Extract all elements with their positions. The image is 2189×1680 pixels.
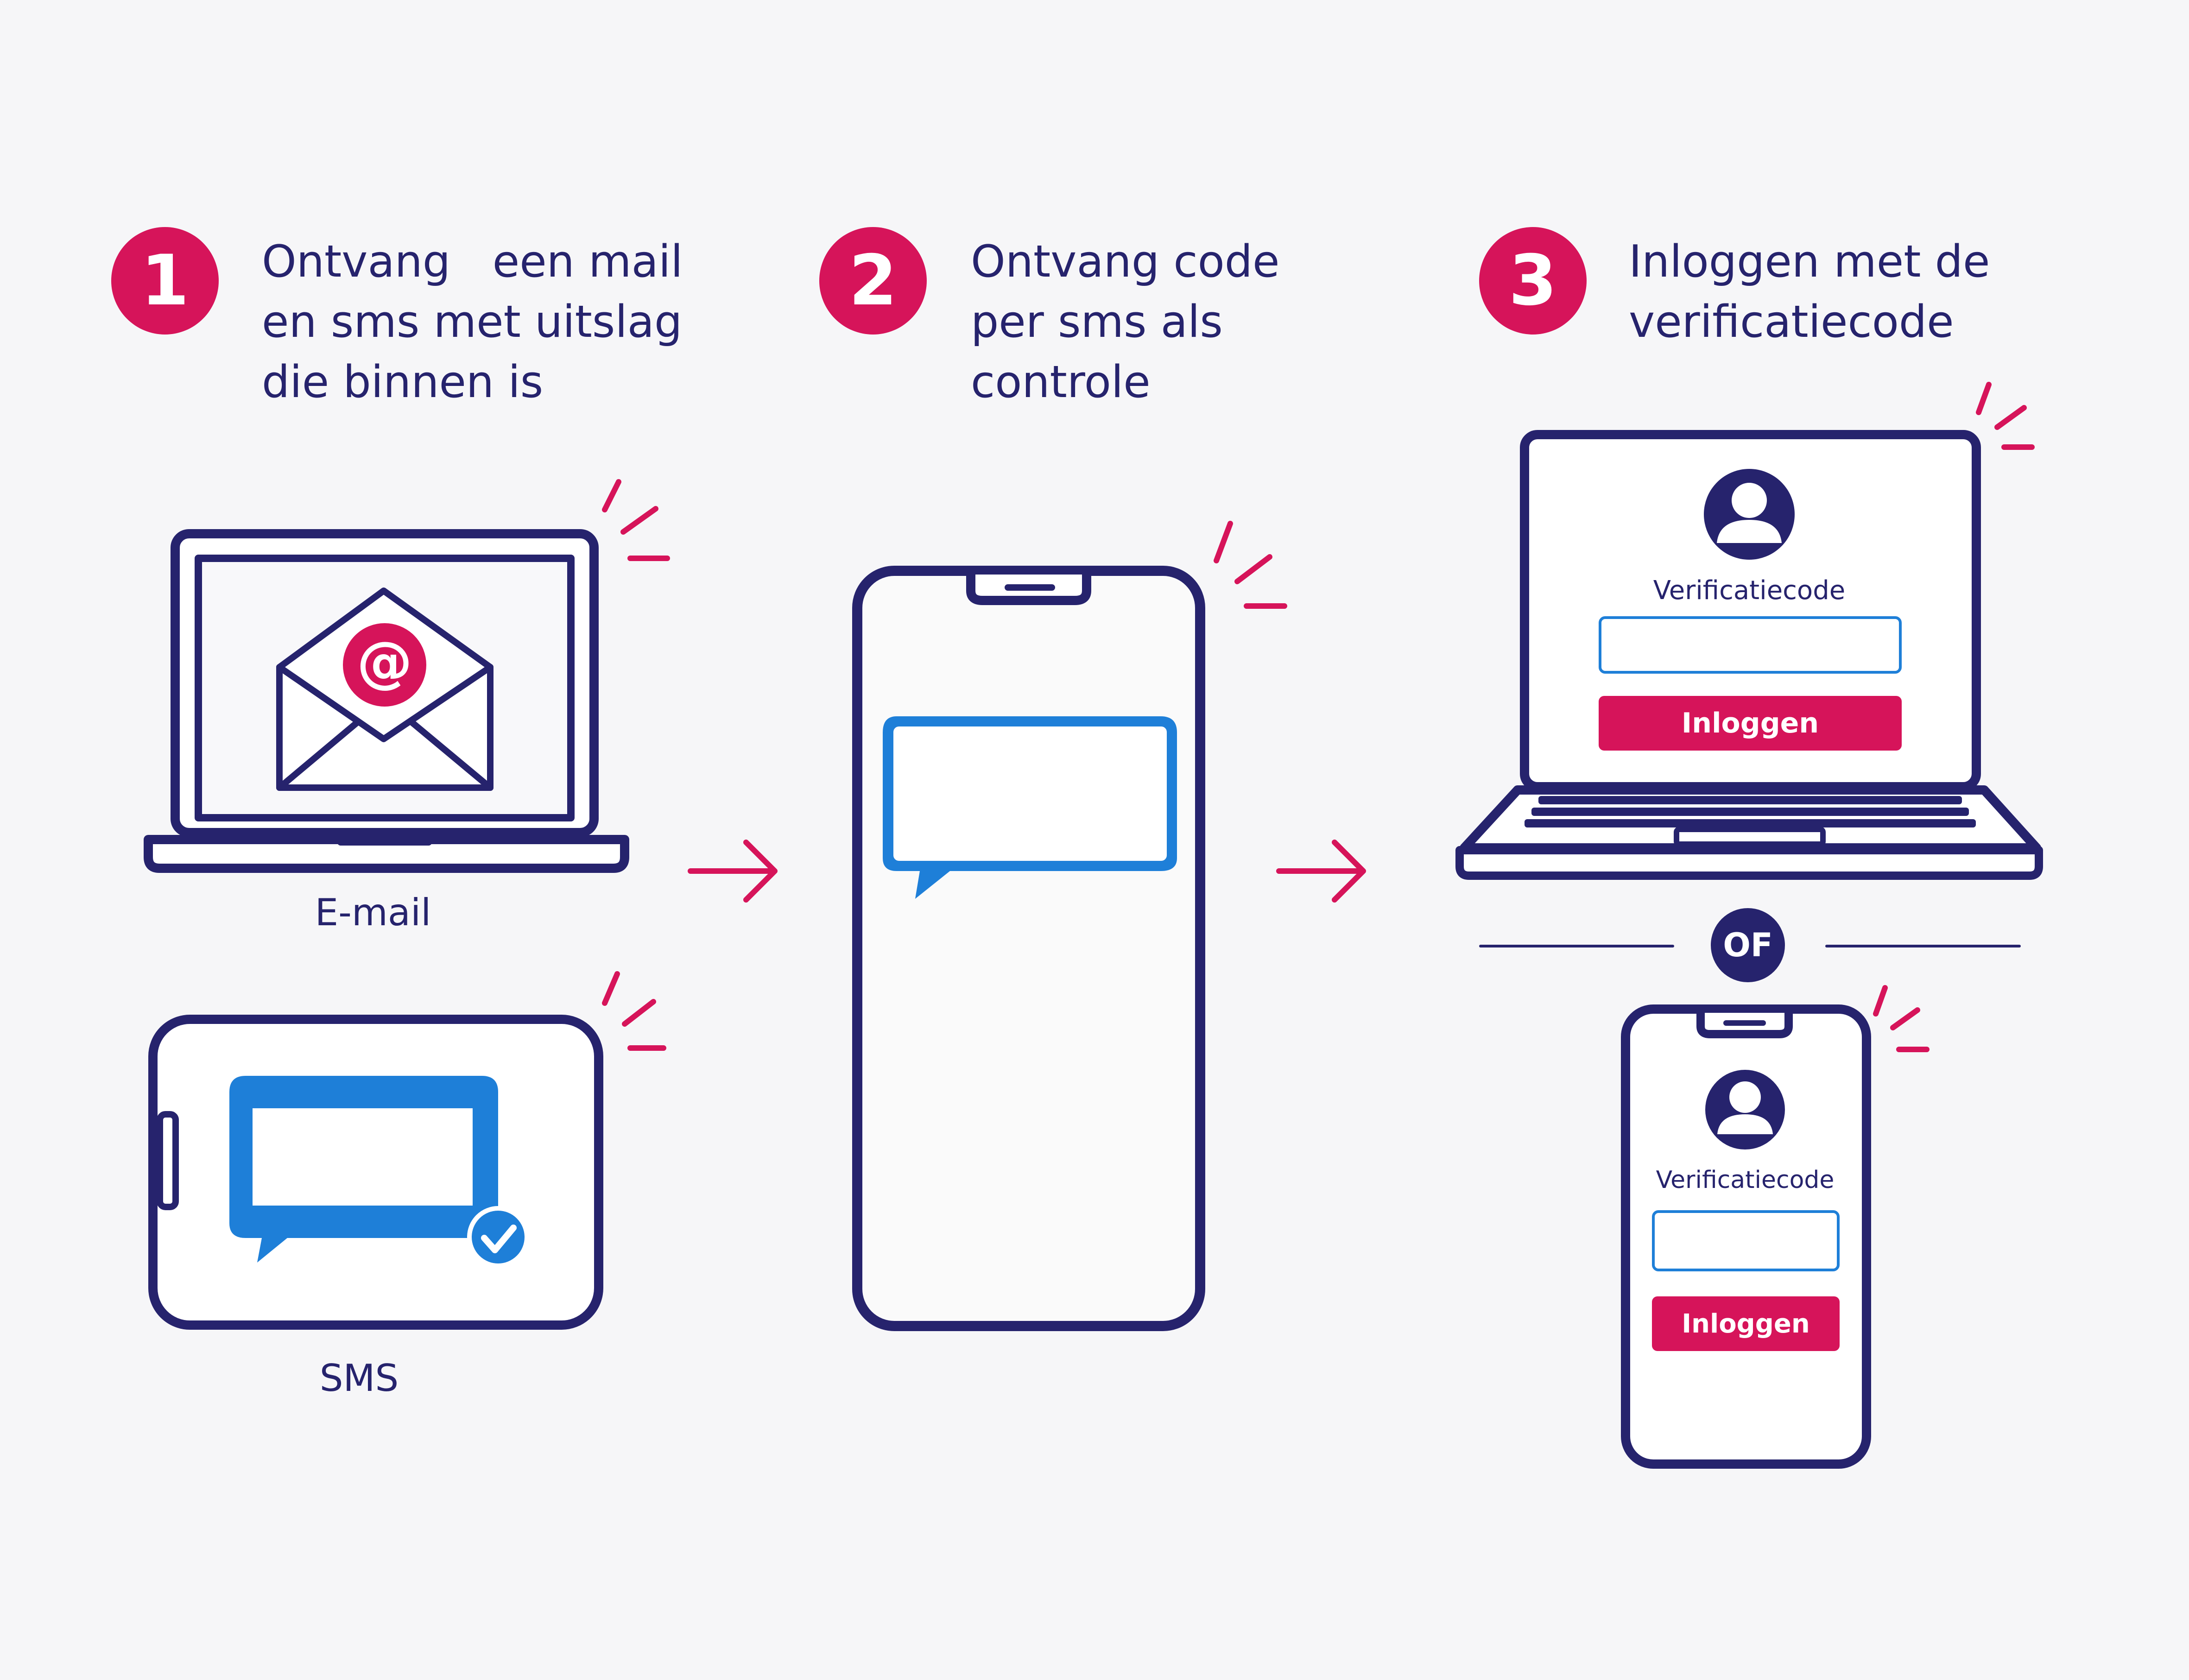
verification-code-input-phone[interactable] — [1652, 1210, 1840, 1271]
verification-code-input[interactable] — [1599, 616, 1902, 674]
user-avatar-icon-small — [1705, 1070, 1785, 1149]
arrow-right-icon — [1276, 840, 1366, 903]
arrow-right-icon — [688, 840, 778, 903]
verification-code-label-phone: Verificatiecode — [1656, 1166, 1835, 1194]
step-3-badge: 3 — [1479, 227, 1587, 335]
user-avatar-icon — [1704, 469, 1795, 560]
step-1-badge: 1 — [111, 227, 219, 335]
email-label: E-mail — [315, 891, 431, 934]
step-1-text: Ontvang een mail en sms met uitslag die … — [262, 236, 683, 408]
phone-code-icon — [852, 566, 1205, 1331]
login-button[interactable]: Inloggen — [1599, 696, 1902, 751]
step-2-badge: 2 — [819, 227, 927, 335]
flow-arrows — [688, 840, 1366, 903]
sparkles — [602, 382, 2035, 1052]
svg-text:@: @ — [357, 630, 412, 695]
step-3-text: Inloggen met de verificatiecode — [1629, 236, 1990, 347]
phone-sms-icon — [148, 1015, 603, 1330]
step-2-text: Ontvang code per sms als controle — [971, 236, 1280, 408]
keyboard-keys — [1525, 796, 1976, 827]
sms-label: SMS — [319, 1357, 399, 1400]
envelope-at-icon: @ — [276, 587, 493, 791]
verification-code-label: Verificatiecode — [1653, 575, 1846, 606]
login-button-phone[interactable]: Inloggen — [1652, 1296, 1840, 1351]
or-badge: OF — [1711, 908, 1785, 982]
